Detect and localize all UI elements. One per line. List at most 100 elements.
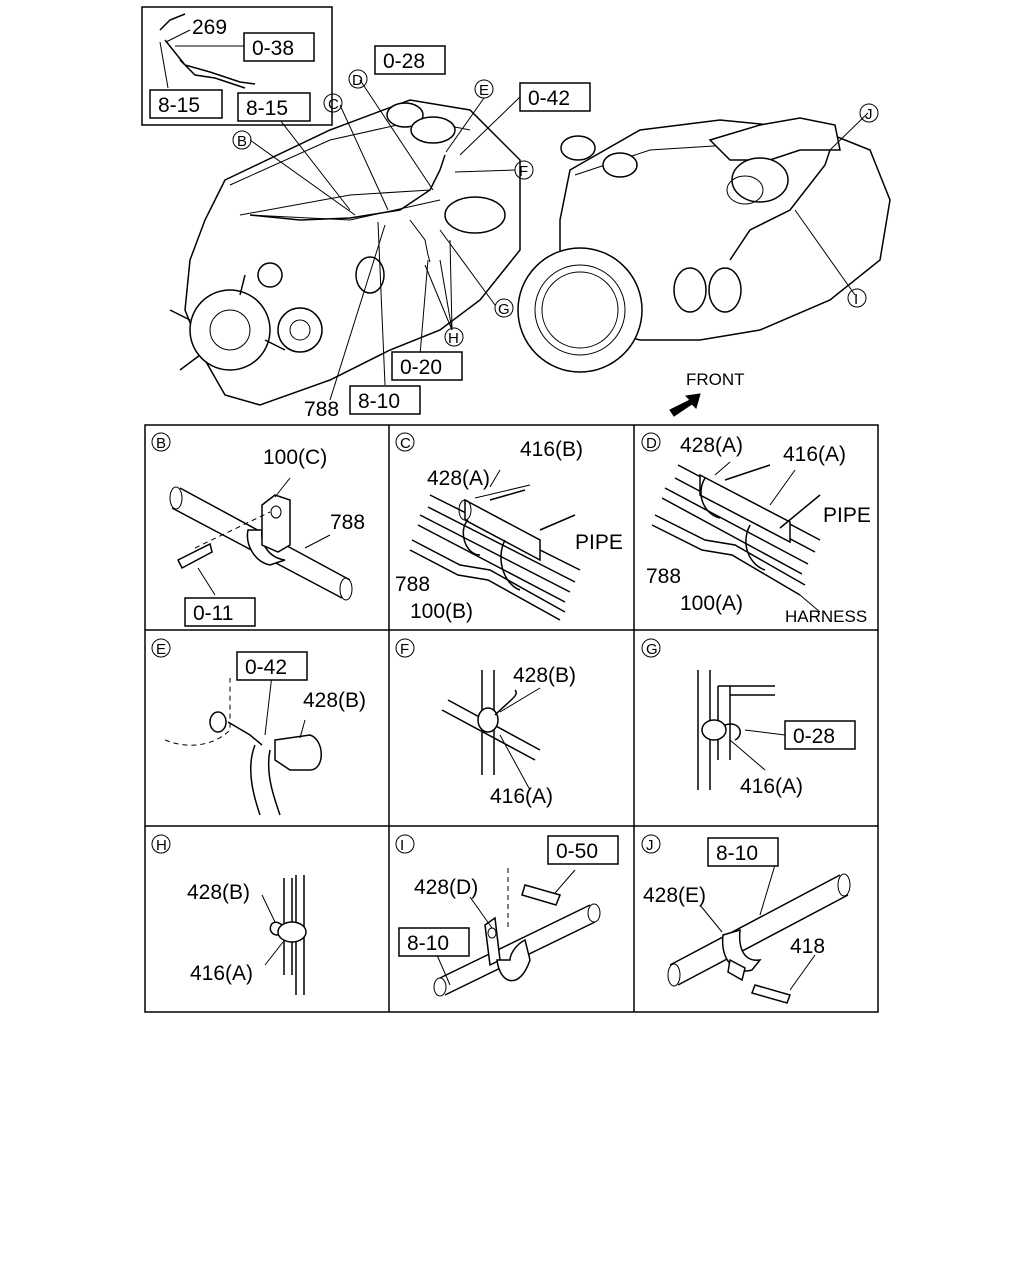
panel-H-label-416A: 416(A) — [190, 962, 253, 985]
panel-C-label-788: 788 — [395, 573, 430, 596]
panel-I-ref-8-10: 8-10 — [407, 932, 449, 955]
callout-H: H — [444, 327, 464, 347]
svg-text:E: E — [479, 82, 489, 99]
ref-8-15: 8-15 — [246, 97, 288, 120]
callout-I: I — [847, 288, 867, 308]
panel-C-label-428A: 428(A) — [427, 467, 490, 490]
tie-416A — [701, 719, 727, 741]
panel-F-label-416A: 416(A) — [490, 785, 553, 808]
panel-E-ref-box — [236, 651, 308, 681]
inset-ref-8-15: 8-15 — [158, 94, 200, 117]
panel-D-label-416A: 416(A) — [783, 443, 846, 466]
engine-left-illustration — [169, 99, 521, 406]
detail-grid — [144, 424, 879, 1013]
tie-416A — [477, 707, 499, 733]
svg-text:G: G — [498, 301, 510, 318]
panel-I-ref-box-0-50 — [547, 835, 619, 865]
bolt-icon — [176, 542, 213, 570]
panel-G-label-416A: 416(A) — [740, 775, 803, 798]
panel-D-letter: D — [646, 435, 657, 452]
inset-ref-0-38: 0-38 — [252, 37, 294, 60]
svg-text:C: C — [328, 96, 339, 113]
panel-D-label-harness: HARNESS — [785, 607, 867, 626]
panel-H-label-428B: 428(B) — [187, 881, 250, 904]
panel-I-letter: I — [400, 837, 404, 854]
callout-G: G — [494, 298, 514, 318]
leader-lines — [249, 79, 869, 401]
panel-I-ref-0-50: 0-50 — [556, 840, 598, 863]
panel-H-letter: H — [156, 837, 167, 854]
pipe-788 — [651, 514, 806, 596]
panel-F: F 428(B) 416(A) — [395, 638, 576, 808]
svg-text:D: D — [352, 72, 363, 89]
panel-J-letter: J — [646, 837, 654, 854]
panel-C-label-pipe: PIPE — [575, 531, 623, 554]
panel-I-label-428D: 428(D) — [414, 876, 478, 899]
ref-8-10: 8-10 — [358, 390, 400, 413]
panel-E-ref-0-42: 0-42 — [245, 656, 287, 679]
pipe-8-10 — [669, 874, 849, 986]
ref-0-20: 0-20 — [400, 356, 442, 379]
panel-D-label-428A: 428(A) — [680, 434, 743, 457]
panel-B-ref-box — [184, 597, 256, 627]
panel-G-ref-0-28: 0-28 — [793, 725, 835, 748]
panel-C-letter: C — [400, 435, 411, 452]
engine-right-illustration — [517, 117, 891, 373]
panel-D-label-100A: 100(A) — [680, 592, 743, 615]
callout-E: E — [474, 79, 494, 99]
panel-H: H 428(B) 416(A) — [151, 834, 307, 995]
clamp-428E — [721, 928, 762, 972]
panel-F-letter: F — [400, 641, 409, 658]
ref-box-8-10 — [349, 385, 421, 415]
ref-box-8-15 — [237, 92, 311, 122]
panel-D-label-pipe: PIPE — [823, 504, 871, 527]
inset-ref-box-0-38 — [243, 32, 315, 62]
bolt-icon — [521, 884, 562, 906]
main-view: 269 0-38 8-15 — [141, 6, 891, 421]
part-788: 788 — [304, 398, 339, 421]
panel-F-label-428B: 428(B) — [513, 664, 576, 687]
front-label: FRONT — [686, 370, 745, 389]
panel-B-ref-0-11: 0-11 — [193, 602, 233, 625]
clip-428B — [269, 921, 283, 936]
clip-428B — [274, 734, 322, 771]
inset-part-269: 269 — [192, 16, 227, 39]
callout-D: D — [348, 69, 368, 89]
panel-C-label-100B: 100(B) — [410, 600, 473, 623]
panel-J-label-428E: 428(E) — [643, 884, 706, 907]
clip-428B — [494, 689, 517, 716]
inset-ref-box-8-15 — [149, 89, 223, 119]
svg-text:I: I — [854, 291, 858, 308]
panel-I-ref-box-8-10 — [398, 927, 470, 957]
ref-box-0-28 — [374, 45, 446, 75]
callout-J: J — [859, 103, 879, 123]
panel-D: D 428(A) 416(A) PIPE 788 100(A) HARNESS — [641, 432, 871, 626]
panel-B-label-788: 788 — [330, 511, 365, 534]
svg-text:H: H — [448, 330, 459, 347]
inset-box: 269 0-38 8-15 — [141, 6, 333, 126]
panel-J-label-418: 418 — [790, 935, 825, 958]
ref-box-0-42 — [519, 82, 591, 112]
panel-J-ref-8-10: 8-10 — [716, 842, 758, 865]
tie-416A — [277, 921, 307, 943]
panel-B-label-100C: 100(C) — [263, 446, 327, 469]
svg-text:F: F — [519, 163, 528, 180]
callout-F: F — [514, 160, 534, 180]
svg-text:J: J — [865, 106, 873, 123]
panel-G-ref-box — [784, 720, 856, 750]
ref-0-28: 0-28 — [383, 50, 425, 73]
panel-B-letter: B — [156, 435, 166, 452]
clamp-428D — [496, 938, 531, 982]
panel-J-ref-box-8-10 — [707, 837, 779, 867]
panel-B: B 100(C) 788 0-11 — [151, 432, 365, 627]
panel-D-label-788: 788 — [646, 565, 681, 588]
harness-line-right — [729, 149, 831, 261]
panel-I: I 0-50 428(D) 8-10 — [395, 834, 619, 997]
ref-box-0-20 — [391, 351, 463, 381]
panel-C-label-416B: 416(B) — [520, 438, 583, 461]
ref-0-42: 0-42 — [528, 87, 570, 110]
callout-B: B — [232, 130, 252, 150]
panel-G: G 0-28 416(A) — [641, 638, 856, 798]
front-arrow-icon — [669, 393, 701, 417]
